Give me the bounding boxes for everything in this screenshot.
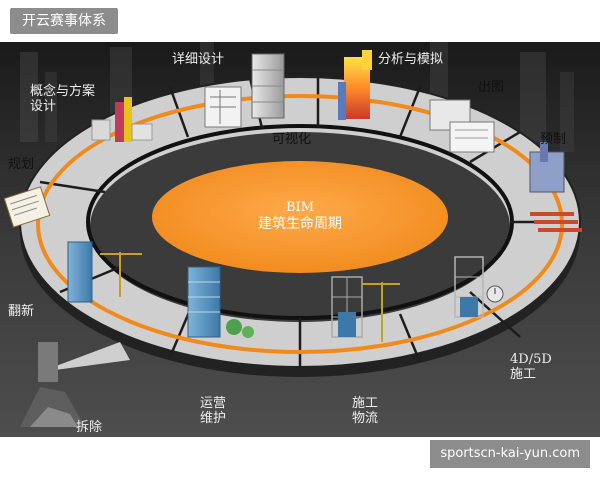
stage-analysis-simulation: 分析与模拟	[378, 52, 444, 67]
bim-core-disc	[152, 161, 448, 273]
stage-prefab: 预制	[540, 132, 567, 147]
core-line-2: 建筑生命周期	[258, 216, 342, 232]
logistics-construction-icon	[331, 276, 400, 342]
ring-tail	[40, 342, 130, 372]
stage-demolition: 拆除	[76, 420, 103, 435]
stage-renovation: 翻新	[8, 304, 35, 319]
stage-planning: 规划	[8, 157, 35, 172]
stage-detail-design: 详细设计	[172, 52, 225, 67]
stage-concept-design: 概念与方案 设计	[30, 84, 96, 114]
concept-model-icon	[91, 97, 153, 142]
analysis-simulation-icon	[338, 50, 372, 120]
renovation-building-icon	[67, 241, 142, 303]
prefab-factory-icon	[529, 142, 582, 232]
diagram-canvas	[0, 42, 600, 437]
stage-construction-logistics: 施工 物流	[352, 396, 379, 426]
4d5d-construction-icon	[454, 256, 504, 318]
bim-core-title: BIM 建筑生命周期	[160, 200, 440, 232]
stage-4d5d-construction: 4D/5D 施工	[510, 352, 552, 382]
bim-lifecycle-diagram: BIM 建筑生命周期 可视化 概念与方案 设计 详细设计 分析与模拟 出图 预制…	[0, 42, 600, 437]
site-watermark: sportscn-kai-yun.com	[430, 440, 590, 468]
operation-building-icon	[187, 266, 254, 338]
core-line-1: BIM	[286, 200, 314, 215]
detail-design-icon	[204, 53, 285, 128]
drawing-output-icon	[429, 99, 495, 153]
planning-document-icon	[3, 186, 51, 228]
stage-operation-maintenance: 运营 维护	[200, 396, 227, 426]
brand-badge: 开云赛事体系	[10, 8, 118, 34]
demolition-rubble-icon	[20, 342, 85, 427]
ring-label-visualization: 可视化	[272, 132, 312, 147]
stage-drawing: 出图	[478, 80, 505, 95]
